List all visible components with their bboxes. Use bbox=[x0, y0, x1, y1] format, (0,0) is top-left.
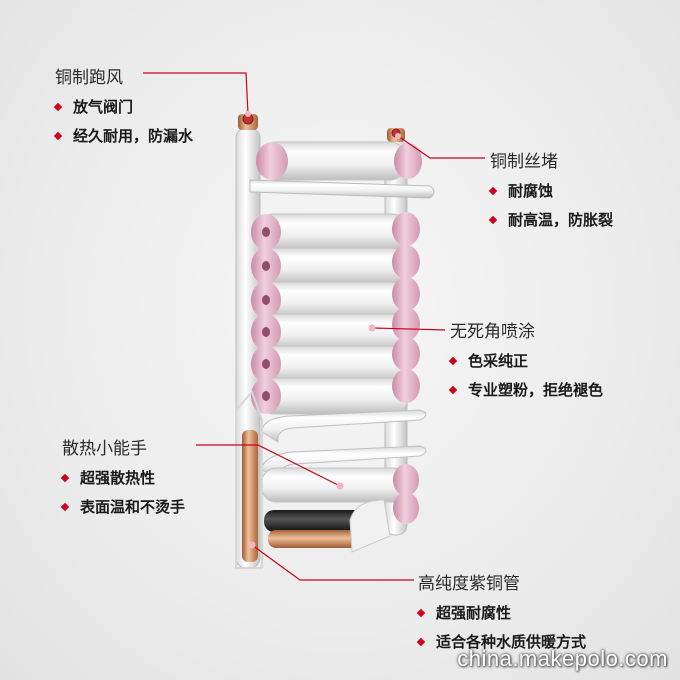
dark-inner-tube bbox=[264, 510, 364, 532]
list-item: 超强耐腐性 bbox=[416, 602, 586, 623]
pink-dot-marker bbox=[245, 111, 251, 117]
callout-coating: 无死角喷涂 色采纯正 专业塑粉，拒绝褪色 bbox=[448, 317, 603, 400]
callout-plug-title: 铜制丝堵 bbox=[490, 152, 558, 172]
tube-row-4 bbox=[251, 277, 420, 319]
pink-dot-marker bbox=[248, 541, 256, 549]
leader-pipe bbox=[251, 544, 414, 581]
list-item: 适合各种水质供暖方式 bbox=[416, 631, 586, 652]
pink-dot-marker bbox=[368, 324, 376, 332]
tube-row-2 bbox=[251, 212, 420, 251]
tube-row-1 bbox=[256, 141, 422, 181]
list-item: 超强散热性 bbox=[60, 467, 185, 488]
tube-row-6 bbox=[251, 337, 420, 383]
towel-bar-1 bbox=[261, 409, 427, 444]
leader-plug bbox=[397, 135, 485, 159]
callout-vent-title: 铜制跑风 bbox=[55, 68, 123, 88]
wall-bracket bbox=[349, 499, 391, 553]
callout-coating-list: 色采纯正 专业塑粉，拒绝褪色 bbox=[448, 350, 603, 400]
callout-pipe-list: 超强耐腐性 适合各种水质供暖方式 bbox=[416, 602, 586, 652]
list-item: 放气阀门 bbox=[53, 96, 193, 117]
copper-pipe-cutaway bbox=[242, 430, 258, 562]
red-diamond-bullet-icon bbox=[60, 502, 70, 511]
leader-heat bbox=[196, 444, 341, 487]
callout-pipe-title: 高纯度紫铜管 bbox=[418, 574, 520, 594]
tube-row-5 bbox=[251, 307, 420, 351]
red-diamond-bullet-icon bbox=[488, 215, 498, 224]
callout-vent: 铜制跑风 放气阀门 经久耐用，防漏水 bbox=[53, 63, 193, 146]
leader-vent bbox=[143, 72, 249, 115]
leader-coating bbox=[373, 327, 446, 331]
tube-row-7 bbox=[251, 369, 420, 415]
red-diamond-bullet-icon bbox=[53, 131, 63, 140]
list-item: 耐高温，防胀裂 bbox=[488, 209, 613, 230]
tube-row-3 bbox=[251, 245, 420, 285]
callout-vent-list: 放气阀门 经久耐用，防漏水 bbox=[53, 96, 193, 146]
list-item: 专业塑粉，拒绝褪色 bbox=[448, 379, 603, 400]
tube-group bbox=[251, 141, 422, 415]
leader-dots bbox=[245, 111, 401, 549]
watermark: china.makepolo.com bbox=[457, 646, 668, 671]
pink-dot-marker bbox=[336, 482, 344, 490]
red-diamond-bullet-icon bbox=[488, 186, 498, 195]
leader-lines bbox=[143, 72, 485, 581]
callout-heat-title: 散热小能手 bbox=[62, 439, 147, 459]
bottom-tubes bbox=[261, 464, 419, 548]
red-diamond-bullet-icon bbox=[60, 473, 70, 482]
callout-heat: 散热小能手 超强散热性 表面温和不烫手 bbox=[60, 434, 185, 517]
list-item: 经久耐用，防漏水 bbox=[53, 125, 193, 146]
callout-plug: 铜制丝堵 耐腐蚀 耐高温，防胀裂 bbox=[488, 147, 613, 230]
red-diamond-bullet-icon bbox=[448, 356, 458, 365]
callout-heat-list: 超强散热性 表面温和不烫手 bbox=[60, 467, 185, 517]
red-diamond-bullet-icon bbox=[416, 637, 426, 646]
list-item: 表面温和不烫手 bbox=[60, 496, 185, 517]
copper-inner-tube bbox=[268, 530, 360, 548]
callout-pipe: 高纯度紫铜管 超强耐腐性 适合各种水质供暖方式 bbox=[416, 569, 586, 652]
callout-plug-list: 耐腐蚀 耐高温，防胀裂 bbox=[488, 180, 613, 230]
red-diamond-bullet-icon bbox=[448, 385, 458, 394]
list-item: 色采纯正 bbox=[448, 350, 603, 371]
top-towel-bar bbox=[249, 179, 435, 199]
pink-dot-marker bbox=[395, 133, 401, 139]
callout-coating-title: 无死角喷涂 bbox=[450, 322, 535, 342]
cutaway-edge bbox=[235, 390, 263, 569]
list-item: 耐腐蚀 bbox=[488, 180, 613, 201]
red-diamond-bullet-icon bbox=[53, 102, 63, 111]
red-diamond-bullet-icon bbox=[416, 608, 426, 617]
